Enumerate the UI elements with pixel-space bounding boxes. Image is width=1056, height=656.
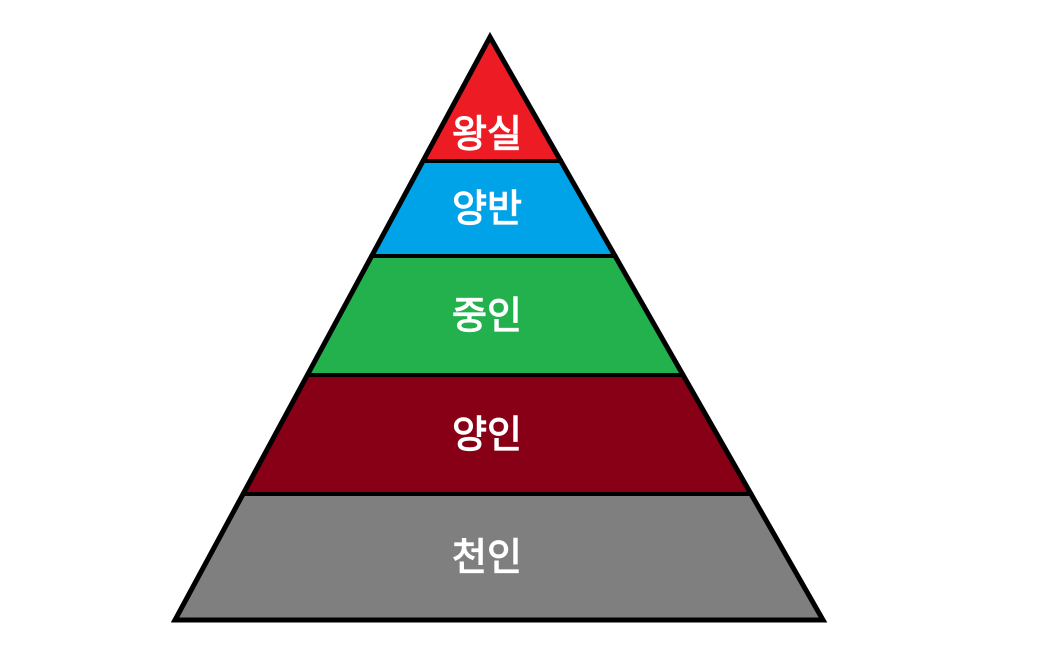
pyramid-tier-4-label: 양인 [452,413,522,457]
pyramid-tier-5-label: 천인 [452,535,522,579]
pyramid-tier-2 [371,161,616,256]
pyramid-tier-1 [423,37,561,161]
pyramid-tier-4 [243,375,752,494]
pyramid-tier-2-label: 양반 [452,187,522,231]
pyramid-outline [170,31,828,623]
pyramid-tier-3-label: 중인 [452,294,522,338]
pyramid-tier-1-label: 왕실 [452,112,522,156]
pyramid-tier-5 [175,494,823,620]
pyramid-tier-3 [307,256,684,375]
